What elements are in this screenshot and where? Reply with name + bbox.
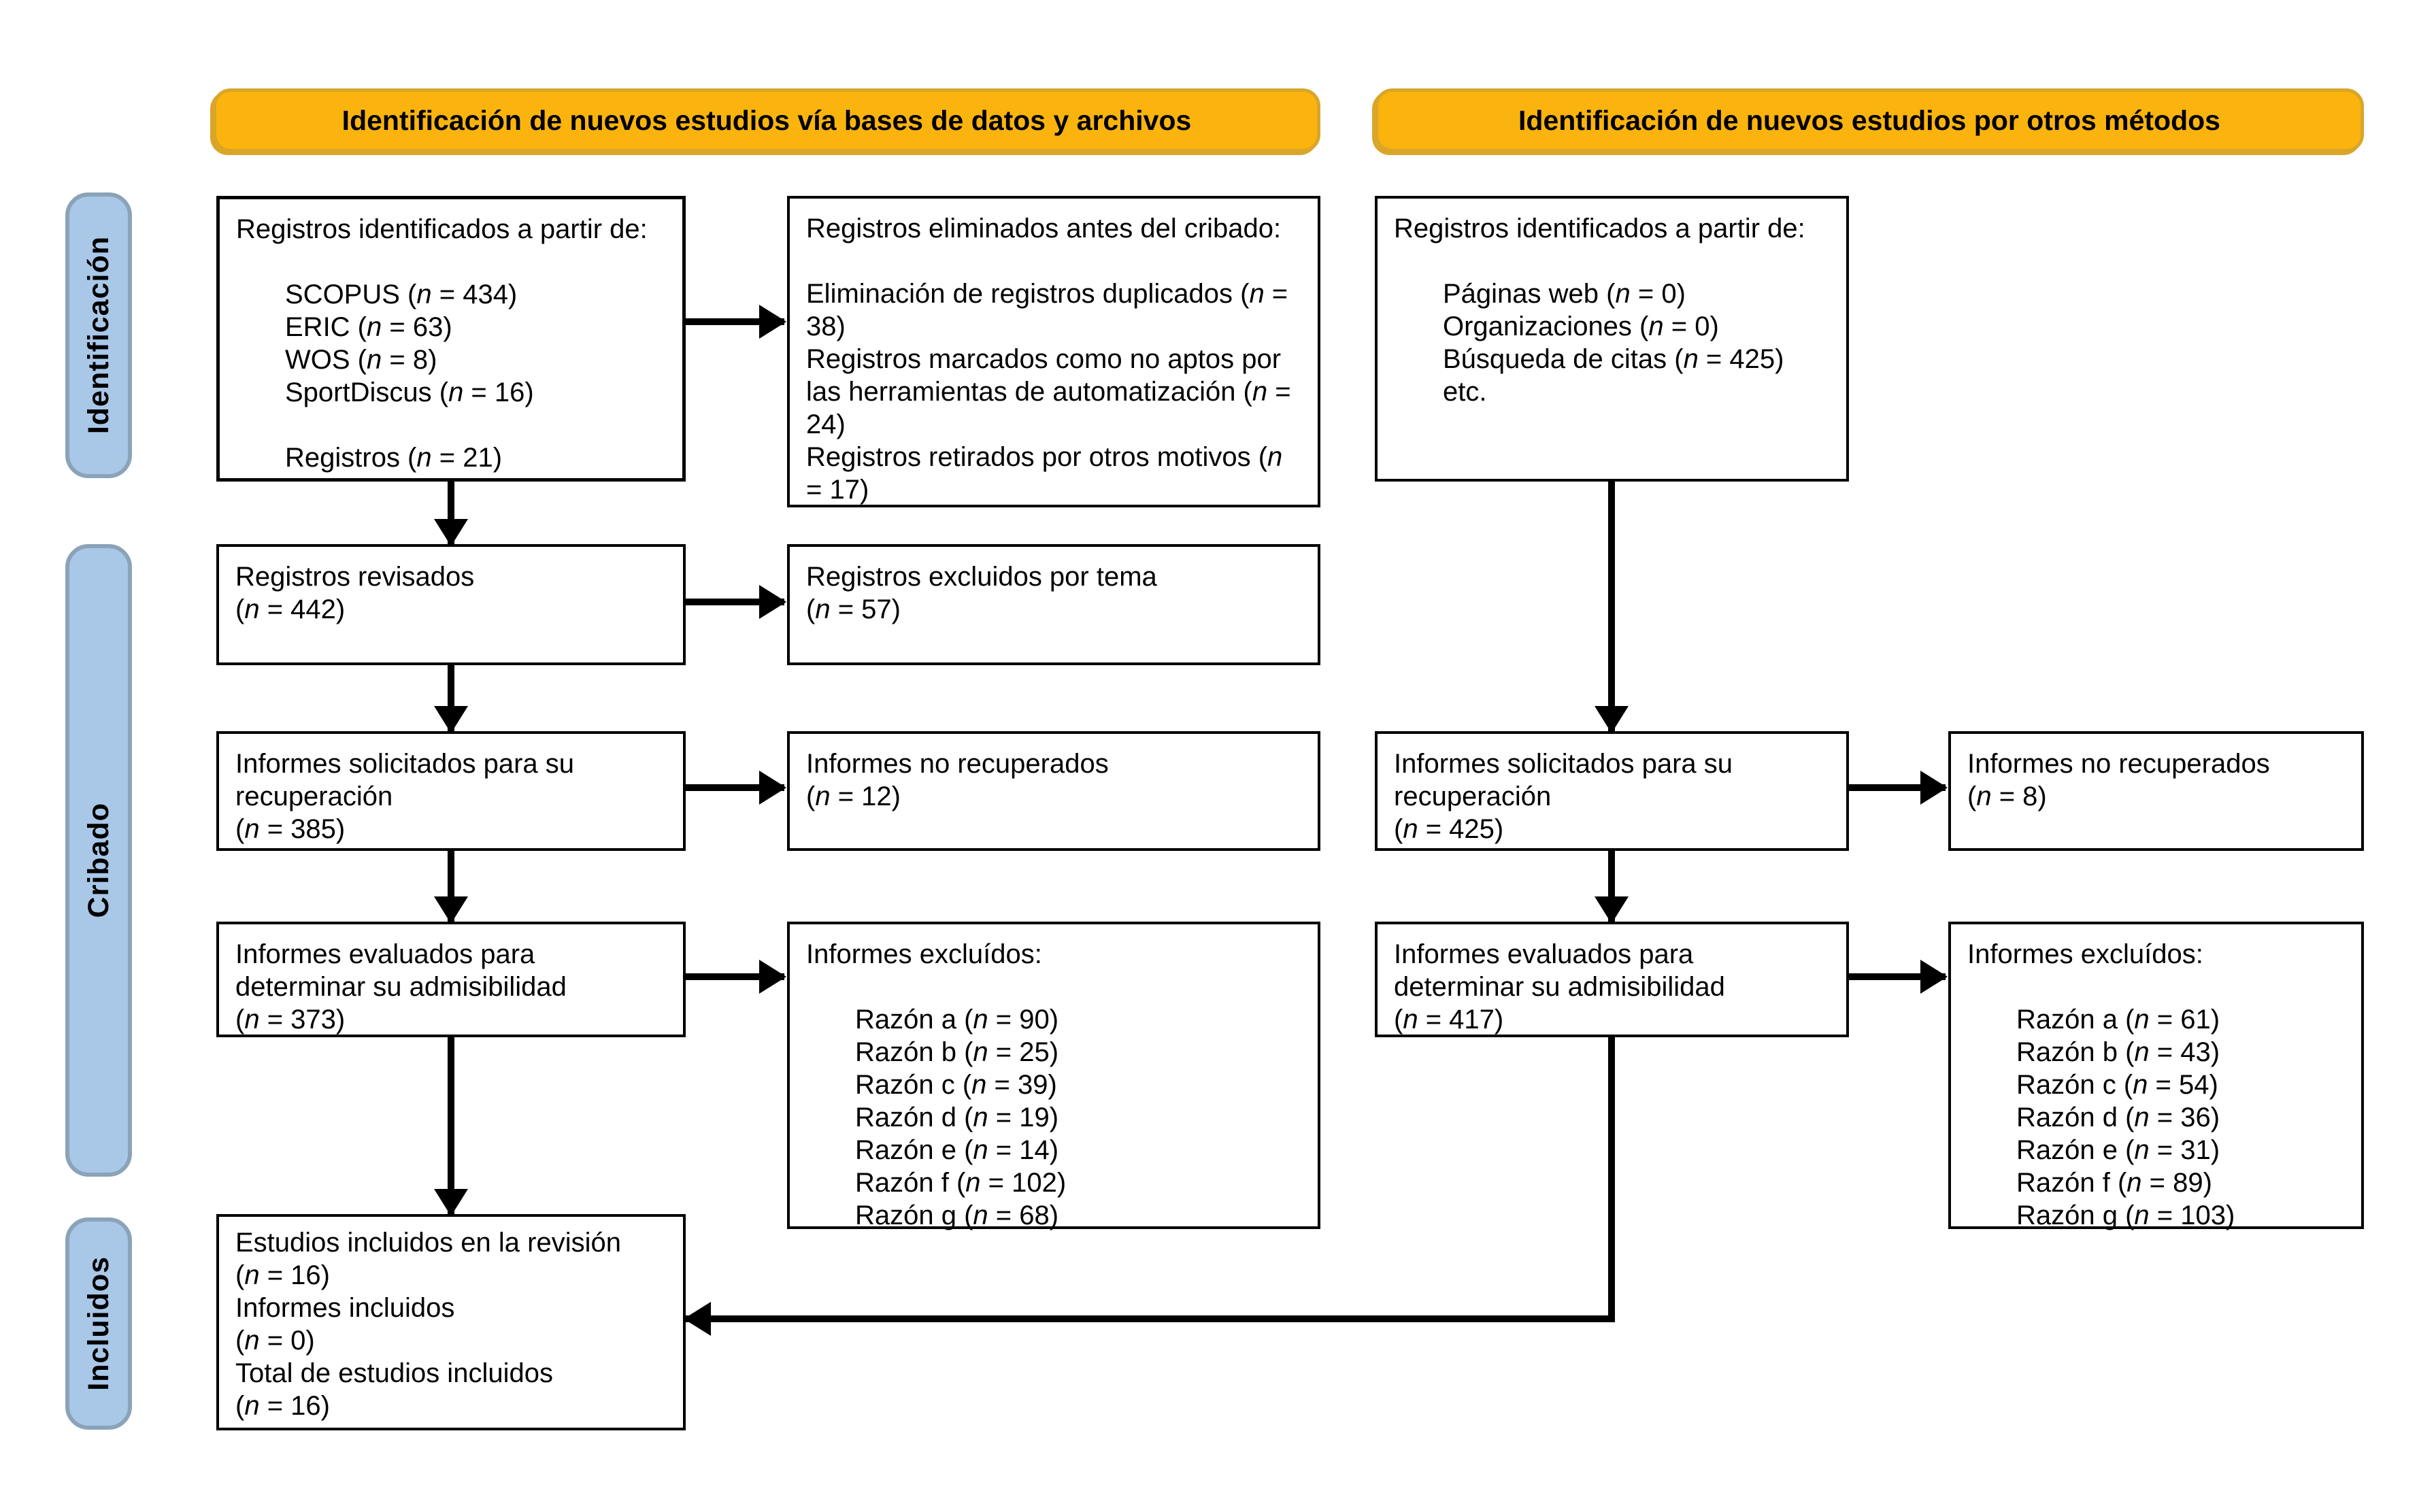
banner-databases-label: Identificación de nuevos estudios vía ba… <box>341 104 1192 136</box>
box-line: Informes evaluados para determinar su ad… <box>1394 939 1725 1002</box>
banner-databases: Identificación de nuevos estudios vía ba… <box>213 88 1320 152</box>
exclusion-reason: Razón b (n = 43) <box>2016 1037 2220 1067</box>
box-count: (n = 442) <box>235 594 346 624</box>
db-source: WOS (n = 8) <box>285 345 437 375</box>
box-title: Registros identificados a partir de: <box>1394 214 1805 243</box>
box-reports-not-retrieved-left: Informes no recuperados (n = 12) <box>787 731 1320 851</box>
exclusion-reason: Razón a (n = 61) <box>2016 1005 2220 1035</box>
arrow-assessed-to-excluded-right <box>1849 973 1946 980</box>
exclusion-reason: Razón g (n = 103) <box>2016 1200 2235 1230</box>
other-source: Búsqueda de citas (n = 425) <box>1443 344 1784 374</box>
box-count: (n = 0) <box>235 1326 315 1356</box>
box-count: (n = 16) <box>235 1260 330 1290</box>
box-line: Informes no recuperados <box>1967 749 2270 779</box>
exclusion-reason: Razón f (n = 102) <box>855 1168 1067 1198</box>
box-count: (n = 373) <box>235 1005 346 1035</box>
removal-reason: Registros marcados como no aptos por las… <box>806 344 1291 439</box>
stage-screening: Cribado <box>65 544 132 1177</box>
box-reports-not-retrieved-right: Informes no recuperados (n = 8) <box>1948 731 2364 851</box>
arrow-identified-to-screened <box>448 482 454 544</box>
box-count: (n = 12) <box>806 782 901 811</box>
arrow-sought-to-not-retrieved-left <box>686 784 784 791</box>
box-records-screened: Registros revisados (n = 442) <box>216 544 686 665</box>
arrow-assessed-to-included <box>448 1037 454 1214</box>
exclusion-reason: Razón c (n = 39) <box>855 1070 1057 1100</box>
db-source: SCOPUS (n = 434) <box>285 280 518 309</box>
box-line: Informes no recuperados <box>806 749 1109 779</box>
exclusion-reason: Razón b (n = 25) <box>855 1037 1059 1067</box>
other-source: Organizaciones (n = 0) <box>1443 312 1719 341</box>
box-line: Informes incluidos <box>235 1293 455 1323</box>
exclusion-reason: Razón c (n = 54) <box>2016 1070 2218 1100</box>
box-title: Informes excluídos: <box>1967 939 2203 969</box>
box-count: (n = 8) <box>1967 782 2047 811</box>
arrow-screened-to-excluded-topic <box>686 599 784 605</box>
stage-included: Incluidos <box>65 1217 132 1430</box>
box-title: Registros identificados a partir de: <box>236 214 648 244</box>
box-reports-assessed-right: Informes evaluados para determinar su ad… <box>1375 922 1849 1037</box>
box-line: Registros excluidos por tema <box>806 562 1157 592</box>
box-line: Total de estudios incluidos <box>235 1358 553 1388</box>
db-source: ERIC (n = 63) <box>285 312 452 342</box>
arrow-other-methods-to-included <box>686 1315 1615 1322</box>
box-title: Registros eliminados antes del cribado: <box>806 214 1282 243</box>
box-reports-excluded-right: Informes excluídos: Razón a (n = 61) Raz… <box>1948 922 2364 1230</box>
box-reports-assessed-left: Informes evaluados para determinar su ad… <box>216 922 686 1037</box>
stage-screening-label: Cribado <box>82 803 115 918</box>
box-records-removed-before-screening: Registros eliminados antes del cribado: … <box>787 196 1320 507</box>
banner-other-methods: Identificación de nuevos estudios por ot… <box>1375 88 2364 152</box>
exclusion-reason: Razón d (n = 19) <box>855 1103 1059 1132</box>
removal-reason: Eliminación de registros duplicados (n =… <box>806 279 1288 341</box>
box-other-records-identified: Registros identificados a partir de: Pág… <box>1375 196 1849 482</box>
banner-other-methods-label: Identificación de nuevos estudios por ot… <box>1518 104 2220 136</box>
box-db-records-identified: Registros identificados a partir de: SCO… <box>216 196 686 482</box>
exclusion-reason: Razón d (n = 36) <box>2016 1103 2220 1132</box>
box-count: (n = 57) <box>806 594 901 624</box>
box-count: (n = 425) <box>1394 814 1504 844</box>
box-line: Informes solicitados para su recuperació… <box>235 749 575 811</box>
connector-assessed-right-down <box>1608 1037 1615 1319</box>
exclusion-reason: Razón e (n = 14) <box>855 1135 1059 1165</box>
box-line: Estudios incluidos en la revisión <box>235 1228 621 1258</box>
arrow-screened-to-sought <box>448 665 454 731</box>
exclusion-reason: Razón e (n = 31) <box>2016 1135 2220 1165</box>
box-records-excluded-by-topic: Registros excluidos por tema (n = 57) <box>787 544 1320 665</box>
exclusion-reason: Razón f (n = 89) <box>2016 1168 2212 1198</box>
stage-identification: Identificación <box>65 192 132 478</box>
box-studies-included: Estudios incluidos en la revisión (n = 1… <box>216 1214 686 1430</box>
other-source: etc. <box>1443 377 1487 407</box>
exclusion-reason: Razón g (n = 68) <box>855 1200 1059 1230</box>
arrow-identified-to-removed <box>686 318 784 325</box>
box-reports-excluded-left: Informes excluídos: Razón a (n = 90) Raz… <box>787 922 1320 1230</box>
box-line: Informes evaluados para determinar su ad… <box>235 939 567 1002</box>
box-count: (n = 385) <box>235 814 346 844</box>
arrow-sought-to-assessed-right <box>1608 851 1615 922</box>
exclusion-reason: Razón a (n = 90) <box>855 1005 1059 1035</box>
db-source: SportDiscus (n = 16) <box>285 377 534 407</box>
arrow-sought-to-not-retrieved-right <box>1849 784 1946 791</box>
box-line: Registros revisados <box>235 562 475 592</box>
arrow-assessed-to-excluded-left <box>686 973 784 980</box>
box-reports-sought-left: Informes solicitados para su recuperació… <box>216 731 686 851</box>
arrow-sought-to-assessed-left <box>448 851 454 922</box>
box-count: (n = 417) <box>1394 1005 1504 1035</box>
stage-included-label: Incluidos <box>82 1256 115 1391</box>
stage-identification-label: Identificación <box>82 236 115 435</box>
arrow-other-identified-to-sought <box>1608 482 1615 731</box>
box-title: Informes excluídos: <box>806 939 1042 969</box>
box-line: Informes solicitados para su recuperació… <box>1394 749 1733 811</box>
removal-reason: Registros retirados por otros motivos (n… <box>806 442 1283 505</box>
other-source: Páginas web (n = 0) <box>1443 279 1686 309</box>
box-reports-sought-right: Informes solicitados para su recuperació… <box>1375 731 1849 851</box>
db-registers: Registros (n = 21) <box>285 443 503 473</box>
box-count: (n = 16) <box>235 1391 330 1421</box>
